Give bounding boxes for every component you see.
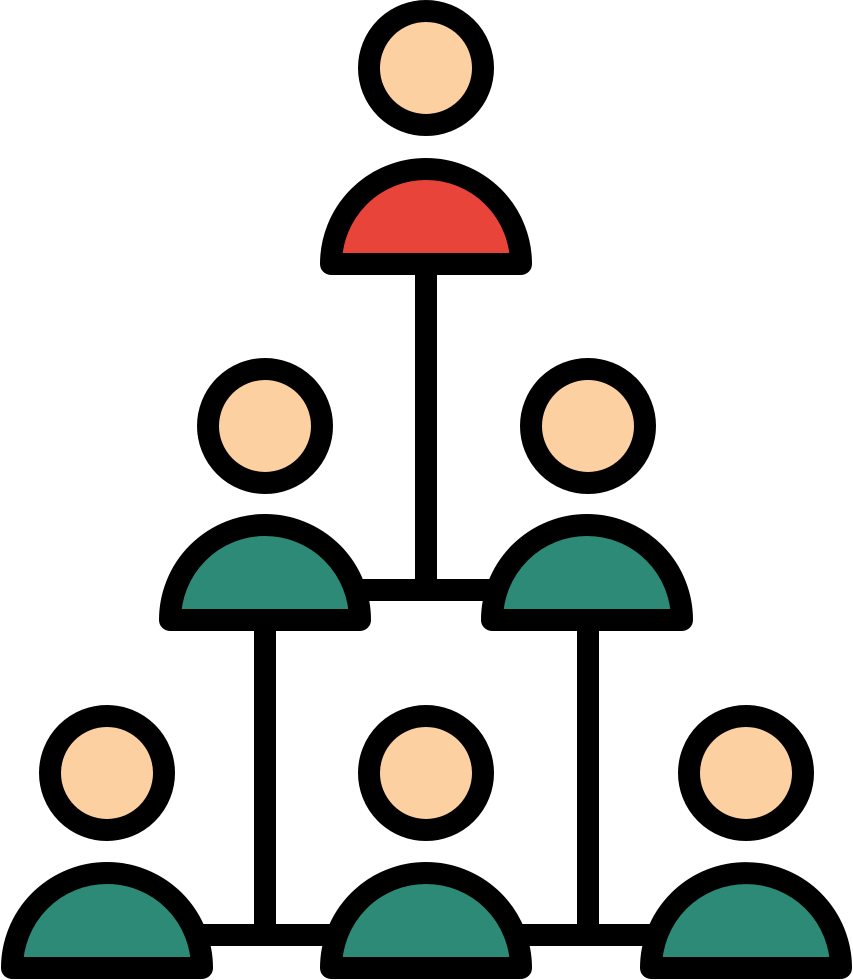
level2-right-body	[640, 862, 852, 979]
person-level1-left	[159, 358, 371, 631]
leader-body	[320, 158, 532, 275]
person-level2-left	[1, 705, 213, 979]
person-level2-center	[320, 705, 532, 979]
person-leader	[320, 0, 532, 275]
level1-right-head	[520, 358, 656, 494]
level1-right-body	[481, 514, 693, 631]
level2-center-head	[358, 705, 494, 841]
person-level2-right	[640, 705, 852, 979]
level2-left-head	[39, 705, 175, 841]
level2-center-body	[320, 862, 532, 979]
level2-left-body	[1, 862, 213, 979]
level1-left-body	[159, 514, 371, 631]
leader-head	[358, 0, 494, 136]
level2-right-head	[678, 705, 814, 841]
person-level1-right	[481, 358, 693, 631]
level1-left-head	[197, 358, 333, 494]
